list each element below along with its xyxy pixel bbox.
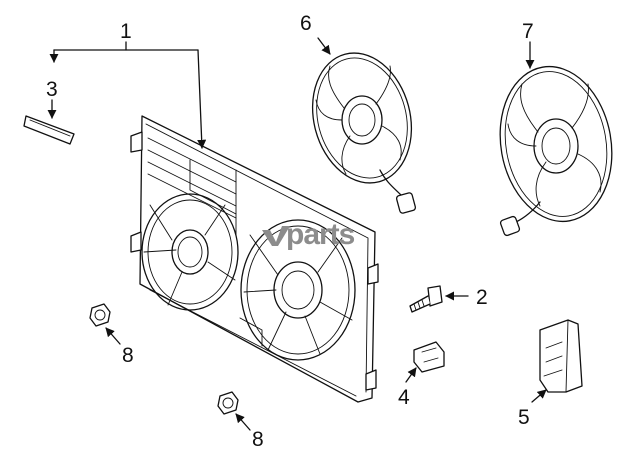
watermark-text: parts (286, 218, 355, 251)
callout-8a: 8 (122, 344, 134, 367)
callout-8b: 8 (252, 428, 264, 451)
clip-4 (413, 341, 445, 373)
callout-6: 6 (300, 12, 312, 35)
callout-1: 1 (120, 20, 132, 43)
holder-5 (539, 319, 583, 393)
callout-3: 3 (46, 78, 58, 101)
callout-labels: 1 2 3 4 5 6 7 8 8 (46, 12, 534, 451)
fan-motor-6 (311, 52, 417, 214)
nut-8b (217, 391, 239, 415)
callout-2: 2 (476, 286, 488, 309)
watermark-logo: parts (262, 218, 356, 251)
nut-8a (89, 303, 111, 327)
leader-lines (47, 37, 547, 431)
fan-shroud-assembly (130, 115, 379, 403)
callout-4: 4 (398, 386, 410, 409)
fan-motor-7 (499, 65, 613, 237)
screw-2 (409, 285, 443, 313)
callout-7: 7 (522, 20, 534, 43)
bracket-strip-3 (23, 115, 75, 145)
callout-5: 5 (518, 406, 530, 429)
